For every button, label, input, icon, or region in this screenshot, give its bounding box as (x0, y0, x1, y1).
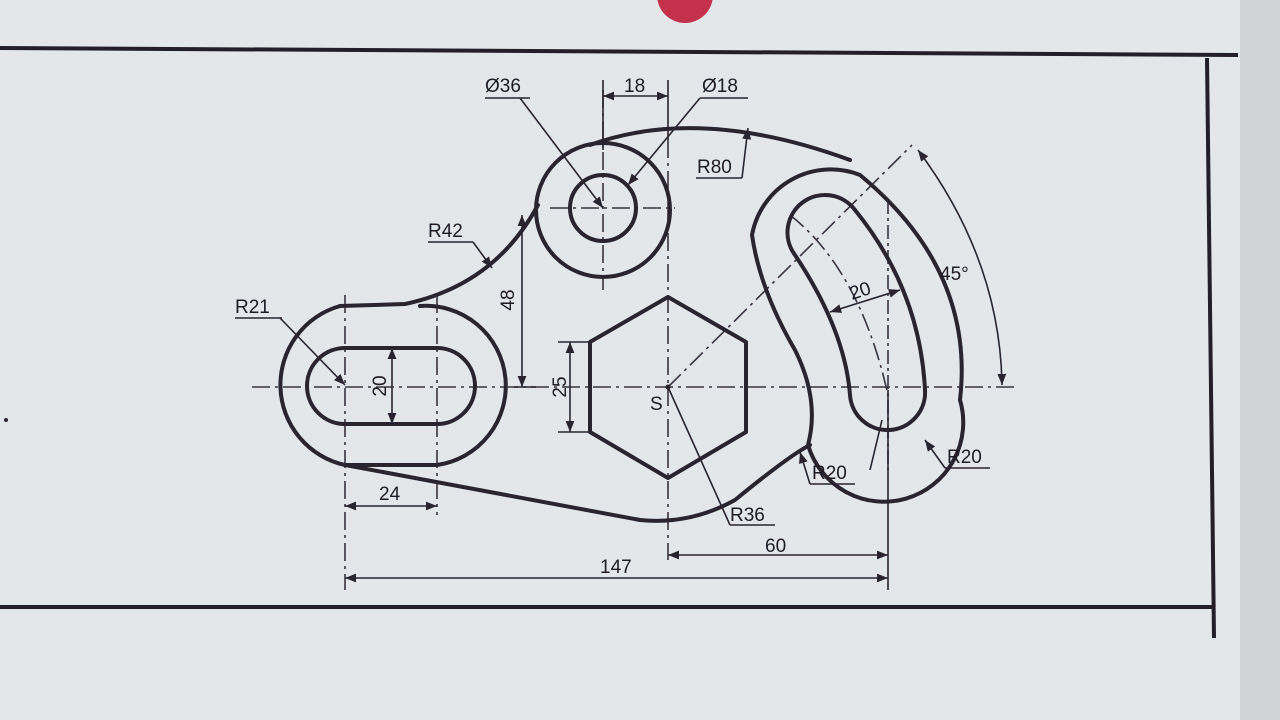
label-slot-offset: 60 (765, 536, 786, 557)
left-slot (305, 346, 477, 426)
label-hole-large-dia: Ø36 (485, 76, 521, 97)
hole-circle (568, 173, 638, 243)
label-outer-end-radius: R20 (947, 447, 982, 468)
center-point (665, 384, 671, 390)
label-hole-height: 48 (498, 289, 519, 310)
label-overall-length: 147 (600, 557, 632, 578)
dimension-labels: Ø36 18 Ø18 R80 R42 R21 48 20 25 S 24 R36… (235, 76, 982, 578)
label-top-arc-radius: R80 (697, 157, 732, 178)
label-slot-width-left: 20 (370, 375, 391, 396)
red-marker-dot (657, 0, 713, 23)
bottom-edge (343, 443, 812, 523)
curved-slot (785, 193, 928, 433)
label-hole-spacing: 18 (624, 76, 645, 97)
right-boss-outer (750, 167, 966, 504)
r80-arc (588, 126, 852, 162)
dimension-lines (235, 80, 1007, 590)
label-slot-length-left: 24 (379, 484, 401, 505)
label-hole-small-dia: Ø18 (702, 76, 738, 97)
paper-edge (1240, 0, 1280, 720)
label-hex-flat: 25 (550, 376, 571, 397)
label-slot-angle: 45° (940, 264, 969, 285)
label-bottom-arc-radius: R36 (730, 505, 765, 526)
label-inner-fillet-radius: R20 (812, 463, 847, 484)
paper-speck (4, 418, 8, 422)
label-left-end-radius: R21 (235, 297, 270, 318)
label-left-fillet-radius: R42 (428, 221, 463, 242)
drawing-frame (0, 46, 1239, 639)
label-center: S (650, 394, 663, 415)
